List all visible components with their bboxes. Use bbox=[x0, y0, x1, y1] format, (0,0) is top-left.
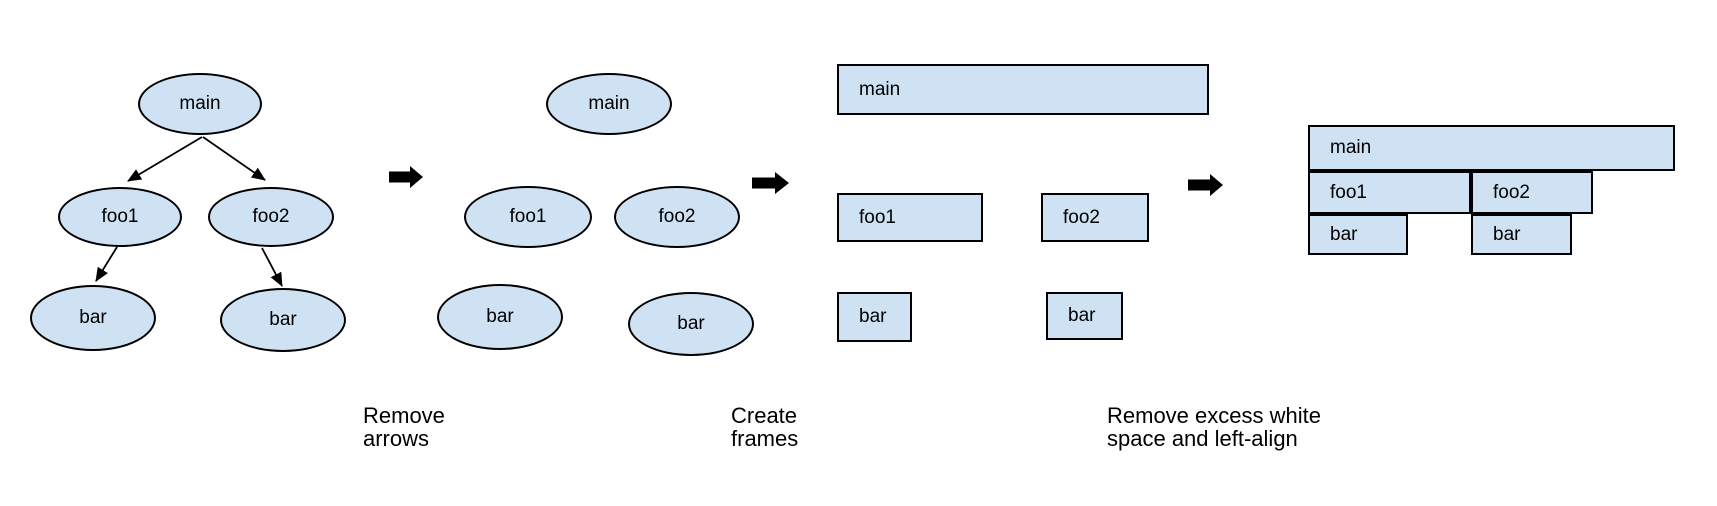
stage3-frame-main: main bbox=[837, 64, 1209, 115]
caption-create-frames: Create frames bbox=[731, 403, 799, 451]
stage4-frame-bar-right: bar bbox=[1471, 214, 1572, 255]
stage3-frame-bar-right: bar bbox=[1046, 292, 1123, 340]
stage4-frame-foo2: foo2 bbox=[1471, 171, 1593, 214]
step-arrow-left-align-icon bbox=[1188, 174, 1223, 196]
tree-edge-foo2-bar bbox=[261, 247, 283, 287]
stage4-frame-foo1: foo1 bbox=[1308, 171, 1471, 214]
stage1-node-foo2: foo2 bbox=[208, 187, 334, 247]
stage3-frame-bar-left: bar bbox=[837, 292, 912, 342]
stage1-node-bar-left: bar bbox=[30, 285, 156, 351]
stage4-frame-bar-left: bar bbox=[1308, 214, 1408, 255]
tree-edge-main-foo2 bbox=[202, 136, 266, 181]
stage1-node-bar-right: bar bbox=[220, 288, 346, 352]
tree-edge-foo1-bar bbox=[95, 246, 118, 282]
stage2-node-foo1: foo1 bbox=[464, 186, 592, 248]
stage3-frame-foo1: foo1 bbox=[837, 193, 983, 242]
stage1-node-main: main bbox=[138, 73, 262, 135]
stage2-node-bar-right: bar bbox=[628, 292, 754, 356]
stage4-frame-main: main bbox=[1308, 125, 1675, 171]
caption-remove-arrows: Remove arrows bbox=[363, 403, 445, 451]
stage2-node-foo2: foo2 bbox=[614, 186, 740, 248]
stage3-frame-foo2: foo2 bbox=[1041, 193, 1149, 242]
stage2-node-main: main bbox=[546, 73, 672, 135]
stage1-node-foo1: foo1 bbox=[58, 187, 182, 247]
stage2-node-bar-left: bar bbox=[437, 284, 563, 350]
step-arrow-create-frames-icon bbox=[752, 172, 789, 194]
tree-edge-main-foo1 bbox=[127, 136, 203, 182]
caption-remove-whitespace-left-align: Remove excess white space and left-align bbox=[1107, 403, 1321, 451]
step-arrow-remove-arrows-icon bbox=[389, 166, 423, 188]
